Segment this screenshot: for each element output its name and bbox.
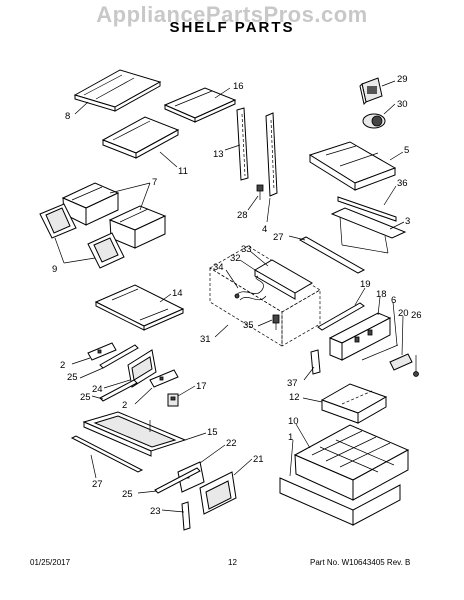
part-36-trim[interactable] bbox=[337, 196, 397, 222]
part-2-bracket-lower[interactable] bbox=[149, 369, 179, 388]
callout-35: 35 bbox=[243, 320, 254, 331]
footer-date: 01/25/2017 bbox=[30, 558, 71, 567]
callout-27a: 27 bbox=[273, 232, 284, 243]
part-9-bin-front-lower[interactable] bbox=[87, 232, 125, 269]
callout-6: 6 bbox=[391, 295, 396, 306]
part-33-housing[interactable] bbox=[254, 259, 313, 300]
part-35-connector[interactable] bbox=[272, 314, 280, 330]
part-25-slide-lower[interactable] bbox=[154, 467, 201, 494]
footer-part-number: Part No. W10643405 Rev. B bbox=[310, 558, 411, 567]
part-27-rail-lower[interactable] bbox=[70, 435, 144, 473]
callout-2b: 2 bbox=[122, 400, 127, 411]
callout-24: 24 bbox=[92, 384, 103, 395]
callout-9: 9 bbox=[52, 264, 57, 275]
callout-10: 10 bbox=[288, 416, 299, 427]
part-8-shelf[interactable] bbox=[73, 69, 162, 112]
callout-16: 16 bbox=[233, 81, 244, 92]
part-13-rail[interactable] bbox=[236, 107, 249, 181]
callout-32: 32 bbox=[230, 253, 241, 264]
callout-12: 12 bbox=[289, 392, 300, 403]
callout-13: 13 bbox=[213, 149, 224, 160]
part-25-slide-upper[interactable] bbox=[99, 344, 139, 369]
callout-19: 19 bbox=[360, 279, 371, 290]
part-7-bin-upper[interactable] bbox=[61, 182, 120, 226]
callout-28: 28 bbox=[237, 210, 248, 221]
part-14-glass-shelf[interactable] bbox=[94, 284, 185, 331]
callout-7: 7 bbox=[152, 177, 157, 188]
callout-36: 36 bbox=[397, 178, 408, 189]
part-21-bracket[interactable] bbox=[199, 471, 237, 515]
callout-30: 30 bbox=[397, 99, 408, 110]
part-11-shelf[interactable] bbox=[101, 116, 180, 159]
callout-33: 33 bbox=[241, 244, 252, 255]
part-29-filter[interactable] bbox=[359, 77, 383, 105]
callout-3: 3 bbox=[405, 216, 410, 227]
callout-31: 31 bbox=[200, 334, 211, 345]
part-9-bin-front-upper[interactable] bbox=[39, 203, 77, 239]
part-28-screw[interactable] bbox=[256, 184, 264, 200]
callout-20: 20 bbox=[398, 308, 409, 319]
callout-17: 17 bbox=[196, 381, 207, 392]
callout-21: 21 bbox=[253, 454, 264, 465]
callout-26: 26 bbox=[411, 310, 422, 321]
part-19-slide[interactable] bbox=[317, 302, 365, 331]
callout-5: 5 bbox=[404, 145, 409, 156]
part-4-rail[interactable] bbox=[265, 112, 278, 197]
callout-11: 11 bbox=[178, 166, 188, 177]
callout-2a: 2 bbox=[60, 360, 65, 371]
part-3-slide[interactable] bbox=[330, 207, 407, 254]
callout-27b: 27 bbox=[92, 479, 103, 490]
footer-page: 12 bbox=[228, 558, 237, 567]
part-7-bin-lower[interactable] bbox=[108, 205, 167, 249]
callout-37: 37 bbox=[287, 378, 298, 389]
part-20-bracket[interactable] bbox=[389, 353, 413, 371]
part-15-shelf[interactable] bbox=[82, 411, 187, 457]
callout-25b: 25 bbox=[80, 392, 91, 403]
callout-34: 34 bbox=[213, 262, 224, 273]
part-24-bracket[interactable] bbox=[127, 349, 157, 388]
part-17-clip[interactable] bbox=[167, 393, 179, 407]
part-27-rail-upper[interactable] bbox=[298, 236, 366, 274]
callout-15: 15 bbox=[207, 427, 218, 438]
part-16-shelf[interactable] bbox=[163, 87, 237, 123]
part-5-crisper-cover[interactable] bbox=[308, 141, 397, 191]
part-34-wire-harness[interactable] bbox=[234, 275, 267, 301]
part-30-cover[interactable] bbox=[362, 113, 386, 129]
callout-18: 18 bbox=[376, 289, 387, 300]
part-37-light[interactable] bbox=[310, 349, 321, 375]
part-26-screw[interactable] bbox=[413, 355, 419, 377]
page-title: SHELF PARTS bbox=[169, 19, 295, 36]
part-2-bracket-upper[interactable] bbox=[87, 342, 117, 361]
callout-29: 29 bbox=[397, 74, 408, 85]
callout-25c: 25 bbox=[122, 489, 133, 500]
part-18-control-module[interactable] bbox=[328, 312, 392, 361]
part-23-light-cover[interactable] bbox=[181, 501, 191, 531]
part-6-rod[interactable] bbox=[361, 344, 399, 361]
callout-14: 14 bbox=[172, 288, 183, 299]
part-25-slide-middle[interactable] bbox=[99, 379, 138, 402]
watermark: AppliancePartsPros.com bbox=[96, 2, 368, 27]
callout-8: 8 bbox=[65, 111, 70, 122]
callout-23: 23 bbox=[150, 506, 161, 517]
callout-1: 1 bbox=[288, 432, 293, 443]
part-10-crisper-drawer[interactable] bbox=[293, 424, 410, 501]
part-group-31-box bbox=[209, 245, 321, 347]
callout-4: 4 bbox=[262, 224, 267, 235]
callout-25a: 25 bbox=[67, 372, 78, 383]
callout-22: 22 bbox=[226, 438, 237, 449]
part-12-pantry-drawer[interactable] bbox=[320, 383, 388, 424]
part-1-drawer-front[interactable] bbox=[279, 477, 401, 526]
